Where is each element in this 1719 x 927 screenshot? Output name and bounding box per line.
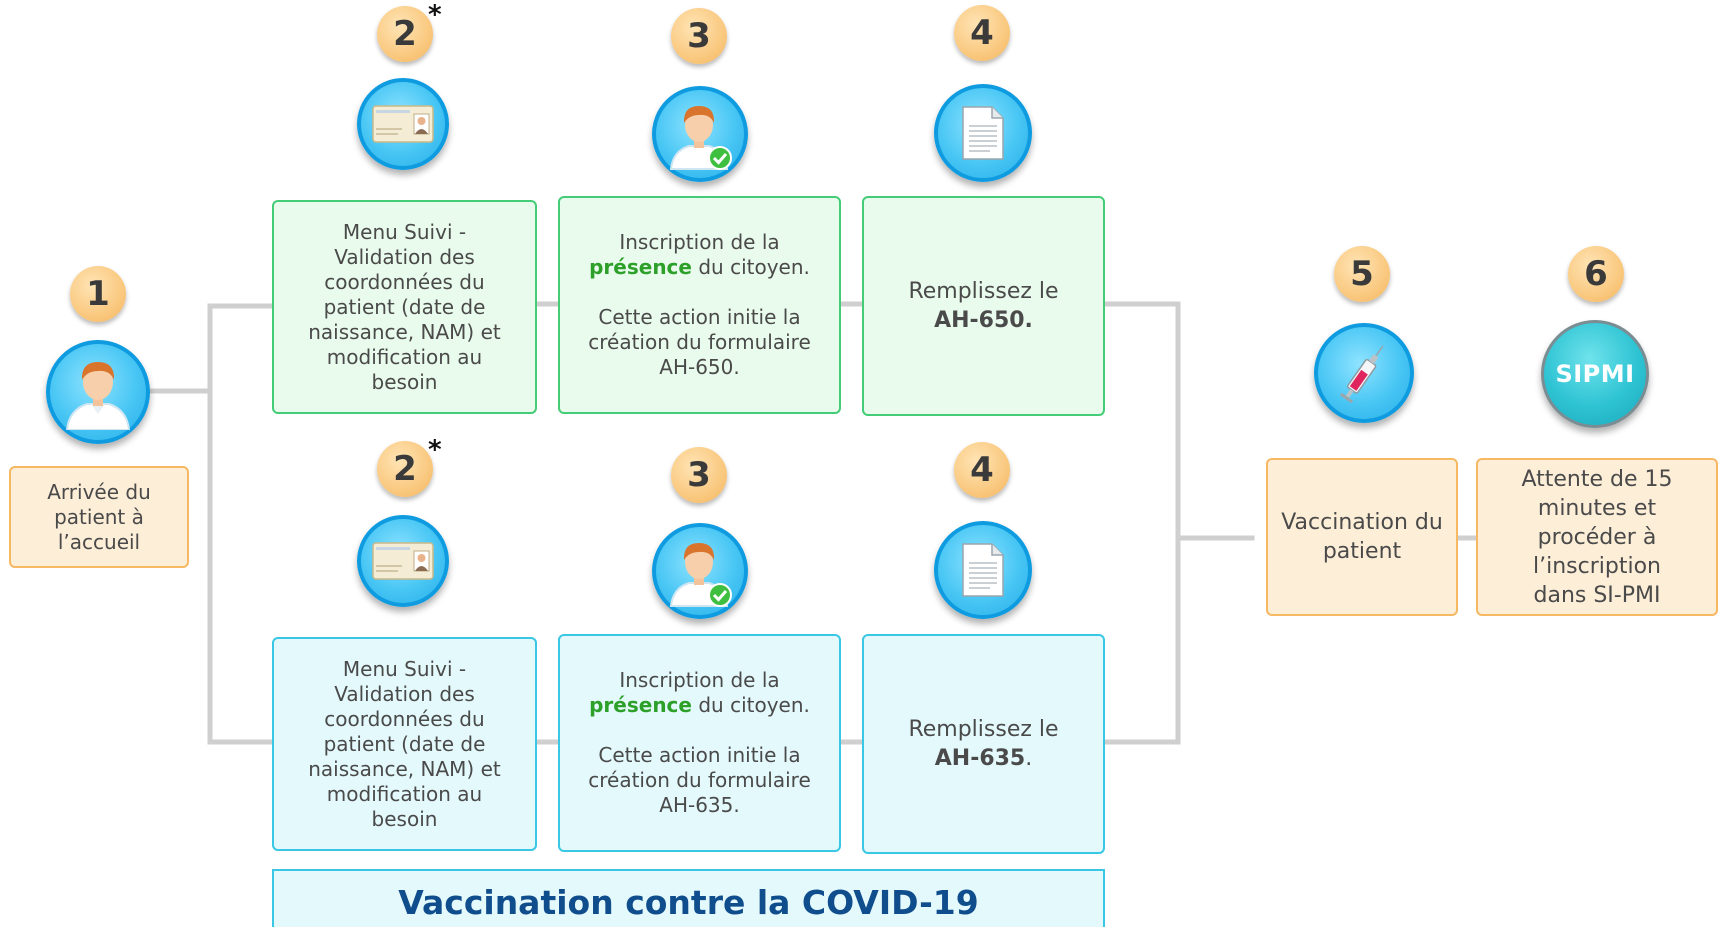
footer-title: Vaccination contre la COVID-19: [398, 883, 979, 922]
step-4-top-badge: 4: [954, 5, 1010, 61]
step-4-top-box: Remplissez le AH-650.: [862, 196, 1105, 416]
id-card-icon: [372, 542, 434, 580]
form-ah635: AH-635: [934, 746, 1026, 771]
step-5-icon-circle: [1314, 323, 1414, 423]
footer-title-box: Vaccination contre la COVID-19: [272, 869, 1105, 927]
step-2-bottom-asterisk: *: [428, 435, 442, 465]
step-3-bottom-badge: 3: [671, 447, 727, 503]
step-3-bottom-icon-circle: [652, 523, 748, 619]
step-3-top-icon-circle: [652, 86, 748, 182]
form-ah650: AH-650.: [934, 308, 1033, 333]
step-1-icon-circle: [46, 340, 150, 444]
step-4-bottom-icon-circle: [934, 521, 1032, 619]
presence-highlight: présence: [589, 693, 692, 717]
step-6-badge: 6: [1568, 246, 1624, 302]
step-6-box: Attente de 15 minutes et procéder à l’in…: [1476, 458, 1718, 616]
step-3-bottom-box: Inscription de la présence du citoyen. C…: [558, 634, 841, 852]
step-2-bottom-badge: 2: [377, 441, 433, 497]
step-4-bottom-badge: 4: [954, 442, 1010, 498]
step-1-box: Arrivée du patient à l’accueil: [9, 466, 189, 568]
step-5-box: Vaccination du patient: [1266, 458, 1458, 616]
step-1-badge: 1: [70, 266, 126, 322]
patient-checked-icon: [669, 106, 732, 170]
step-2-top-badge: 2: [377, 6, 433, 62]
patient-checked-icon: [669, 543, 732, 607]
step-5-badge: 5: [1334, 246, 1390, 302]
step-1-label: Arrivée du patient à l’accueil: [47, 479, 151, 554]
document-icon: [962, 106, 1004, 160]
step-3-top-badge: 3: [671, 8, 727, 64]
sipmi-logo: SIPMI: [1555, 360, 1635, 388]
step-4-bottom-box: Remplissez le AH-635.: [862, 634, 1105, 854]
step-2-bottom-icon-circle: [357, 515, 449, 607]
step-2-top-icon-circle: [357, 78, 449, 170]
presence-highlight: présence: [589, 255, 692, 279]
id-card-icon: [372, 105, 434, 143]
step-2-top-asterisk: *: [428, 0, 442, 30]
document-icon: [962, 543, 1004, 597]
step-2-bottom-box: Menu Suivi - Validation des coordonnées …: [272, 637, 537, 851]
step-4-top-icon-circle: [934, 84, 1032, 182]
step-3-top-box: Inscription de la présence du citoyen. C…: [558, 196, 841, 414]
syringe-icon: [1339, 345, 1384, 404]
patient-avatar-icon: [65, 362, 131, 430]
step-6-logo-circle: SIPMI: [1541, 320, 1649, 428]
step-2-top-box: Menu Suivi - Validation des coordonnées …: [272, 200, 537, 414]
